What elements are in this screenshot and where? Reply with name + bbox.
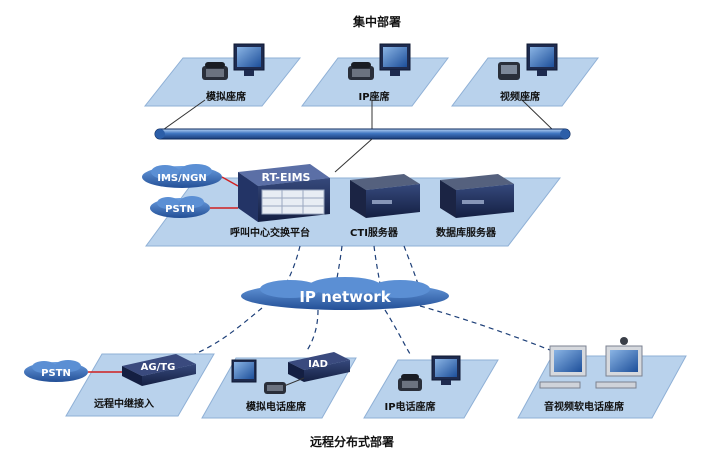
label-av-softphone-seat: 音视频软电话座席 [544,400,624,413]
label-pstn: PSTN [165,204,195,215]
phone-icon [264,382,286,394]
label-rt-eims: RT-EIMS [262,171,311,184]
video-phone-icon [498,62,520,80]
monitor-icon [233,43,265,76]
iad-device-icon: IAD [288,352,350,382]
cti-server-icon [350,174,420,218]
cloud-ims-ngn: IMS/NGN [142,164,222,188]
cloud-pstn: PSTN [150,196,210,218]
monitor-icon [431,355,461,385]
label-db-server: 数据库服务器 [436,226,497,239]
cloud-remote-pstn: PSTN [24,360,88,382]
monitor-icon [231,359,257,383]
label-cti-server: CTI服务器 [350,226,399,239]
platform-ip-seat [301,57,449,107]
label-ag-tg: AG/TG [141,362,176,373]
monitor-icon [526,43,558,76]
ag-tg-gateway-icon: AG/TG [122,354,196,386]
lan-bus [154,128,571,140]
label-analog-phone-seat: 模拟电话座席 [246,400,306,413]
cloud-ip-network: IP network [241,277,449,310]
link-iad-phone [283,377,305,387]
monitor-icon [379,43,411,76]
label-relay-access: 远程中继接入 [94,397,154,410]
link-analog-seat [159,99,206,133]
rt-eims-switch-icon: RT-EIMS [238,164,330,222]
dashed-links-remote [189,305,561,357]
desktop-computer-icon [595,337,643,389]
link-ims-ngn [221,176,239,187]
label-iad: IAD [308,359,328,370]
phone-icon [202,62,228,80]
desktop-computer-icon [539,345,587,389]
title-central-deployment: 集中部署 [352,14,401,29]
database-server-icon [440,174,514,218]
platform-ip-phone-seat [363,359,499,419]
ip-phone-icon [398,374,422,391]
label-remote-pstn: PSTN [41,368,71,379]
label-switch-platform: 呼叫中心交换平台 [230,226,310,239]
label-ip-network: IP network [299,288,391,306]
link-video-seat [521,99,556,133]
platform-video-seat [451,57,599,107]
title-remote-deployment: 远程分布式部署 [310,434,394,449]
label-ip-phone-seat: IP电话座席 [384,400,435,413]
label-ims-ngn: IMS/NGN [157,173,206,184]
link-bus-core [334,138,373,173]
label-video-seat: 视频座席 [500,90,540,103]
label-analog-seat: 模拟座席 [206,90,246,103]
ip-phone-icon [348,62,374,80]
label-ip-seat: IP座席 [358,90,389,103]
